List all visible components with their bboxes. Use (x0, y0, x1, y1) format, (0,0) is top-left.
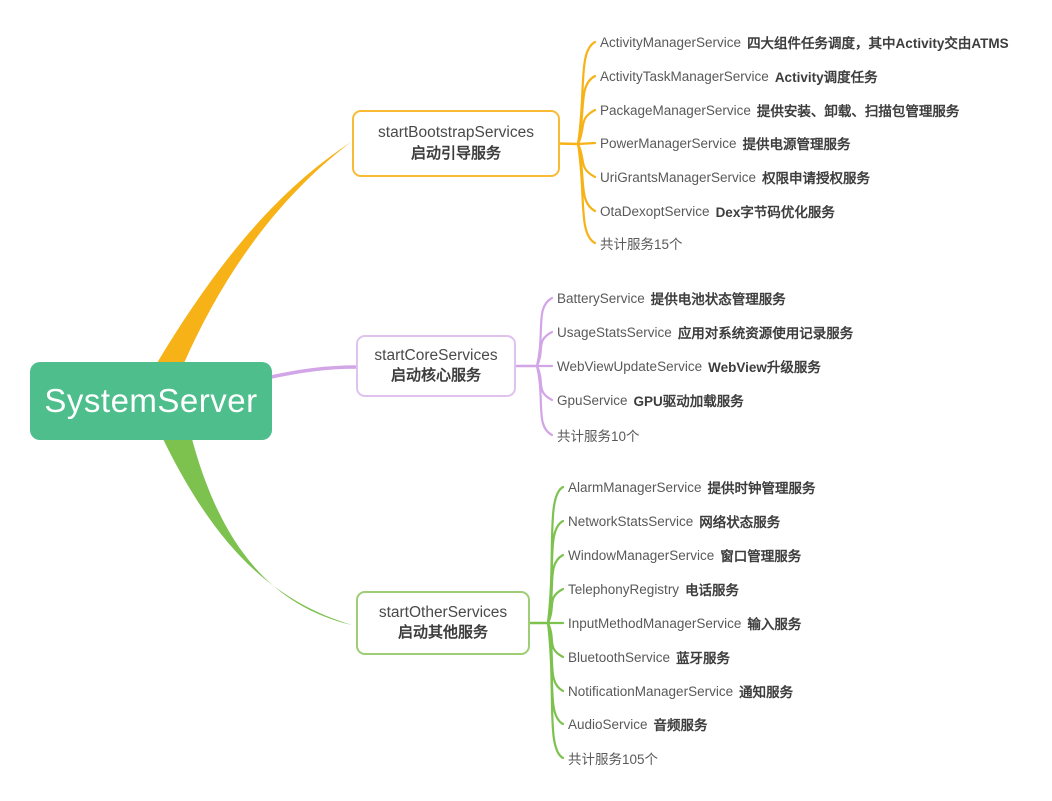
leaf-service-description: Dex字节码优化服务 (715, 205, 835, 220)
core-leaf-connector (535, 330, 554, 368)
leaf-topic[interactable]: 共计服务105个 (568, 747, 658, 769)
leaf-topic[interactable]: 共计服务10个 (557, 424, 640, 446)
leaf-service-name: ActivityTaskManagerService (600, 68, 769, 84)
leaf-topic[interactable]: GpuService GPU驱动加载服务 (557, 389, 744, 411)
leaf-service-description: 窗口管理服务 (720, 549, 802, 564)
branch-subtitle: 启动核心服务 (390, 367, 481, 385)
leaf-topic[interactable]: WindowManagerService 窗口管理服务 (568, 544, 801, 566)
bootstrap-leaf-connector (576, 108, 597, 146)
leaf-service-description: WebView升级服务 (708, 360, 821, 375)
leaf-service-name: WindowManagerService (568, 547, 715, 563)
bootstrap-leaf-connector (576, 74, 597, 146)
leaf-service-name: NetworkStatsService (568, 513, 694, 529)
other-leaf-connector (546, 621, 565, 760)
leaf-service-description: 蓝牙服务 (676, 651, 731, 666)
leaf-service-description: 提供安装、卸载、扫描包管理服务 (756, 104, 960, 119)
bootstrap-leaf-connector (576, 142, 597, 245)
leaf-topic[interactable]: WebViewUpdateService WebView升级服务 (557, 355, 821, 377)
branch-subtitle: 启动引导服务 (410, 144, 501, 162)
bootstrap-leaf-connector (576, 141, 597, 146)
root-topic-systemserver[interactable]: SystemServer (30, 362, 272, 440)
leaf-service-name: 共计服务105个 (568, 752, 659, 767)
leaf-topic[interactable]: AudioService 音频服务 (568, 713, 708, 735)
leaf-service-name: BatteryService (557, 290, 645, 306)
leaf-topic[interactable]: BatteryService 提供电池状态管理服务 (557, 287, 786, 309)
leaf-service-description: 通知服务 (739, 685, 794, 700)
leaf-service-name: ActivityManagerService (600, 34, 742, 50)
core-leaf-connector (535, 364, 554, 437)
branch-topic-core[interactable]: startCoreServices 启动核心服务 (356, 335, 516, 397)
leaf-service-description: 提供电池状态管理服务 (650, 292, 786, 307)
leaf-service-description: GPU驱动加载服务 (633, 394, 744, 409)
leaf-service-name: OtaDexoptService (600, 203, 710, 219)
leaf-service-name: AudioService (568, 716, 648, 732)
leaf-service-description: 应用对系统资源使用记录服务 (677, 326, 854, 341)
leaf-service-name: UsageStatsService (557, 324, 672, 340)
other-leaf-connector (546, 553, 565, 625)
leaf-service-name: 共计服务10个 (557, 429, 640, 444)
leaf-service-description: 权限申请授权服务 (762, 171, 871, 186)
leaf-topic[interactable]: InputMethodManagerService 输入服务 (568, 612, 801, 634)
root-to-other-curve (163, 439, 352, 625)
leaf-service-description: Activity调度任务 (774, 70, 878, 85)
leaf-topic[interactable]: AlarmManagerService 提供时钟管理服务 (568, 476, 816, 498)
leaf-service-name: InputMethodManagerService (568, 615, 742, 631)
leaf-service-description: 提供电源管理服务 (742, 137, 851, 152)
leaf-topic[interactable]: NotificationManagerService 通知服务 (568, 680, 793, 702)
leaf-topic[interactable]: PowerManagerService 提供电源管理服务 (600, 132, 851, 154)
leaf-topic[interactable]: UriGrantsManagerService 权限申请授权服务 (600, 166, 870, 188)
other-leaf-connector (546, 587, 565, 625)
leaf-service-description: 网络状态服务 (699, 515, 781, 530)
root-to-bootstrap-curve (157, 142, 351, 363)
core-leaf-connector (535, 296, 554, 368)
root-to-core-curve (269, 365, 359, 379)
branch-title: startBootstrapServices (378, 124, 534, 142)
leaf-topic[interactable]: TelephonyRegistry 电话服务 (568, 578, 739, 600)
branch-title: startCoreServices (374, 346, 498, 364)
leaf-topic[interactable]: NetworkStatsService 网络状态服务 (568, 510, 780, 532)
leaf-service-name: AlarmManagerService (568, 479, 702, 495)
leaf-service-name: PowerManagerService (600, 135, 737, 151)
leaf-topic[interactable]: OtaDexoptService Dex字节码优化服务 (600, 200, 835, 222)
leaf-service-description: 四大组件任务调度，其中Activity交由ATMS (747, 36, 1009, 51)
branch-topic-other[interactable]: startOtherServices 启动其他服务 (356, 591, 530, 655)
leaf-topic[interactable]: BluetoothService 蓝牙服务 (568, 646, 730, 668)
branch-title: startOtherServices (378, 603, 508, 621)
leaf-service-name: NotificationManagerService (568, 683, 734, 699)
leaf-service-name: PackageManagerService (600, 102, 751, 118)
leaf-service-name: GpuService (557, 392, 628, 408)
leaf-service-description: 输入服务 (747, 617, 802, 632)
leaf-service-name: WebViewUpdateService (557, 358, 703, 374)
branch-subtitle: 启动其他服务 (397, 624, 488, 642)
leaf-service-description: 电话服务 (685, 583, 740, 598)
leaf-service-name: UriGrantsManagerService (600, 169, 757, 185)
leaf-topic[interactable]: ActivityManagerService 四大组件任务调度，其中Activit… (600, 31, 1009, 53)
leaf-service-name: 共计服务15个 (600, 237, 683, 252)
leaf-service-description: 音频服务 (653, 718, 708, 733)
branch-topic-bootstrap[interactable]: startBootstrapServices 启动引导服务 (352, 110, 560, 177)
leaf-service-name: TelephonyRegistry (568, 581, 680, 597)
leaf-service-description: 提供时钟管理服务 (707, 481, 816, 496)
leaf-topic[interactable]: UsageStatsService 应用对系统资源使用记录服务 (557, 321, 853, 343)
bootstrap-stub-line (556, 142, 580, 146)
leaf-topic[interactable]: ActivityTaskManagerService Activity调度任务 (600, 65, 878, 87)
leaf-topic[interactable]: PackageManagerService 提供安装、卸载、扫描包管理服务 (600, 99, 959, 121)
leaf-service-name: BluetoothService (568, 649, 671, 665)
leaf-topic[interactable]: 共计服务15个 (600, 232, 683, 254)
